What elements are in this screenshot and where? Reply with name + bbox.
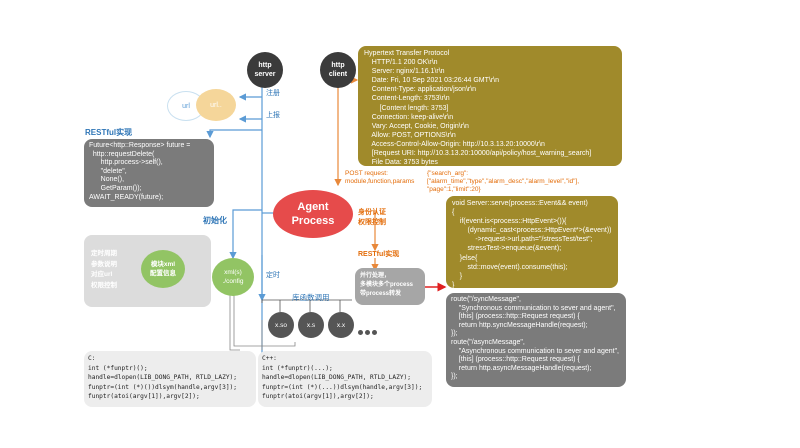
serve-code-box: void Server::serve(process::Event&& even… (446, 196, 618, 289)
response-line: Connection: keep-alive\r\n (364, 113, 454, 121)
http-client-label: http client (328, 62, 348, 78)
response-line: Server: nginx/1.16.1\r\n (364, 68, 445, 76)
config-box: 定时周期 参数说明 对应url 权限控制 模块xml 配置信息 (84, 235, 211, 307)
code-line: } (452, 281, 455, 289)
code-line: GetParam()); (89, 184, 142, 192)
code-line: C: (88, 355, 96, 362)
so-label: x.so (275, 321, 287, 329)
code-line: funptr=(int (*)())dlsym(handle,argv[3]); (88, 383, 238, 391)
code-line: std::move(event).consume(this); (452, 263, 568, 271)
config-list: 定时周期 参数说明 对应url 权限控制 (91, 250, 117, 289)
code-line: ->request->url.path="/stressTest/test"; (452, 236, 593, 244)
parallel-label: 并行处理， 多模块多个process 带process转发 (360, 273, 414, 297)
xml-to-c-line (229, 295, 240, 351)
timer-label: 定时 (266, 272, 280, 279)
search-arg-text: {"search_arg":["alarm_time","type","alar… (427, 170, 579, 194)
code-line: funptr(atoi(argv[1]),argv[2]); (262, 393, 374, 401)
register-label: 注册 (266, 90, 280, 97)
search-arg-line: {"search_arg": (427, 170, 469, 177)
lib-bracket (261, 299, 352, 303)
code-line: AWAIT_READY(future); (89, 193, 164, 201)
code-line: None(), (89, 176, 125, 184)
code-line: if(event.is<process::HttpEvent>()){ (452, 218, 567, 226)
parallel-box: 并行处理， 多模块多个process 带process转发 (355, 268, 425, 305)
response-line: Date: Fri, 10 Sep 2021 03:26:44 GMT\r\n (364, 77, 500, 85)
code-line: handle=dlopen(LIB_DONG_PATH, RTLD_LAZY); (88, 374, 238, 382)
restful-code-box: Future<http::Response> future = http::re… (84, 139, 214, 207)
code-line: "Synchronous communication to sever and … (451, 304, 616, 312)
response-line: Allow: POST, OPTIONS\r\n (364, 131, 456, 139)
route-code-box: route("/syncMessage", "Synchronous commu… (446, 293, 626, 387)
code-line: int (*funptr)(); (88, 364, 148, 372)
response-line: [Request URI: http://10.3.13.20:10000/ap… (364, 150, 592, 158)
init-arrow (229, 209, 262, 260)
restful-title: RESTful实现 (85, 128, 133, 137)
http-client-node: http client (320, 52, 356, 88)
agent-process-node: Agent Process (273, 190, 353, 238)
code-line: [this] (process::http::Request request) … (451, 313, 580, 321)
http-server-node: http server (247, 52, 283, 88)
code-line: funptr=(int (*)(...))dlsym(handle,argv[3… (262, 383, 423, 391)
code-line: (dynamic_cast<process::HttpEvent*>(&even… (452, 227, 612, 235)
code-line: "delete", (89, 167, 127, 175)
http-response-box: Hypertext Transfer Protocol HTTP/1.1 200… (358, 46, 622, 166)
code-line: int (*funptr)(...); (262, 364, 333, 372)
auth-label: 身份认证 权限控制 (358, 209, 386, 226)
so-node: x.x (328, 312, 354, 338)
url-abbrev-bubble: url.. (196, 89, 236, 121)
response-line: Content-Length: 3753\r\n (364, 95, 450, 103)
code-line: route("/syncMessage", (451, 296, 521, 303)
cpp-code-box: C++: int (*funptr)(...); handle=dlopen(LIB… (258, 351, 432, 407)
xml-config-node: xml(s) ./config (212, 258, 254, 296)
response-line: File Data: 3753 bytes (364, 159, 438, 167)
http-server-label: http server (254, 62, 276, 78)
xml-config-label: xml(s) ./config (222, 269, 244, 285)
response-line: [Content length: 3753] (364, 104, 449, 112)
code-line: [this] (process::http::Request request) … (451, 356, 580, 364)
lib-call-label: 库函数调用 (292, 293, 330, 302)
url-label: url (182, 102, 190, 110)
response-line: Content-Type: application/json\r\n (364, 86, 477, 94)
search-arg-line: ["alarm_time","type","alarm_desc","alarm… (427, 178, 580, 185)
init-label: 初始化 (203, 216, 227, 225)
code-line: }else{ (452, 254, 478, 262)
module-xml-label: 模块xml 配置信息 (150, 261, 176, 277)
so-node: x.so (268, 312, 294, 338)
restful-impl2-label: RESTful实现 (358, 251, 400, 258)
url-abbrev-label: url.. (210, 101, 222, 109)
code-line: Future<http::Response> future = (89, 142, 191, 149)
so-node: x.s (298, 312, 324, 338)
c-code-box: C: int (*funptr)(); handle=dlopen(LIB_DONG… (84, 351, 256, 407)
code-line: funptr(atoi(argv[1]),argv[2]); (88, 393, 200, 401)
code-line: C++: (262, 355, 277, 362)
code-line: return http.syncMessageHandle(request); (451, 321, 588, 329)
report-label: 上报 (266, 112, 280, 119)
code-line: route("/asyncMessage", (451, 338, 525, 346)
post-request-label: POST request: module,function,params (345, 170, 415, 185)
code-line: } (452, 272, 463, 280)
so-label: x.s (306, 321, 316, 329)
response-line: Vary: Accept, Cookie, Origin\r\n (364, 122, 469, 130)
code-line: return http.asyncMessageHandle(request); (451, 364, 592, 372)
code-line: http.process->self(), (89, 159, 163, 167)
agent-process-label: Agent Process (291, 201, 335, 227)
code-line: }); (451, 373, 458, 381)
more-dots (358, 322, 377, 340)
code-line: handle=dlopen(LIB_DONG_PATH, RTLD_LAZY); (262, 374, 412, 382)
module-xml-node: 模块xml 配置信息 (141, 250, 185, 288)
so-label: x.x (336, 321, 346, 329)
search-arg-line: "page":1,"limit":20} (427, 186, 481, 193)
response-line: Hypertext Transfer Protocol (364, 50, 450, 57)
code-line: void Server::serve(process::Event&& even… (452, 200, 588, 207)
code-line: "Asynchronous communication to sever and… (451, 347, 620, 355)
code-line: http::requestDelete( (89, 150, 155, 158)
restful-branch (206, 129, 262, 139)
response-line: HTTP/1.1 200 OK\r\n (364, 59, 438, 67)
response-line: Access-Control-Allow-Origin: http://10.3… (364, 140, 545, 148)
code-line: stressTest->enqueue(&event); (452, 245, 562, 253)
code-line: { (452, 209, 455, 217)
code-line: }); (451, 330, 458, 338)
